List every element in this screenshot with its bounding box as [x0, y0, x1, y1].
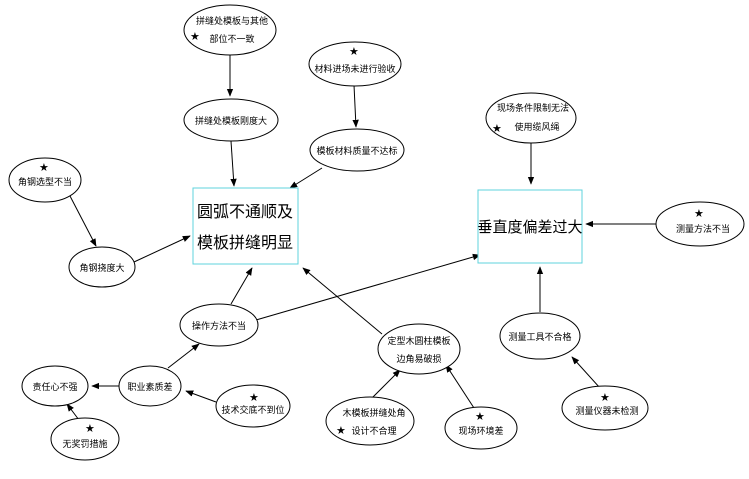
cause-node-n4: [309, 128, 405, 172]
cause-label-n4: 模板材料质量不达标: [316, 145, 397, 157]
star-icon: ★: [39, 161, 49, 174]
star-icon: ★: [492, 122, 502, 135]
star-icon: ★: [349, 45, 359, 58]
cause-node-n9: [21, 365, 89, 407]
cause-node-n2: [183, 98, 279, 142]
cause-label-n1-line2: 部位不一致: [209, 33, 254, 45]
cause-label-n15-line2: 使用缆风绳: [514, 121, 559, 133]
cause-node-n14: [444, 406, 518, 450]
cause-label-n10: 无奖罚措施: [62, 438, 107, 450]
cause-label-n14: 现场环境差: [458, 425, 503, 437]
cause-node-n10: [50, 417, 120, 461]
arrow-n6-left-box: [133, 235, 191, 263]
cause-label-n15-line1: 现场条件限制无法: [497, 102, 569, 114]
cause-label-n16: 测量方法不当: [676, 223, 730, 235]
arrow-n7-left-box: [230, 267, 253, 305]
cause-label-n11: 技术交底不到位: [221, 404, 284, 416]
arrow-n12-left-box: [302, 267, 383, 335]
cause-label-n9: 责任心不强: [32, 381, 77, 393]
arrow-n13-n12: [371, 369, 401, 399]
cause-label-n2: 拼缝处模板刚度大: [195, 115, 267, 127]
cause-label-n13-line1: 木模板拼缝处角: [342, 407, 405, 419]
arrow-n11-n8: [185, 390, 217, 403]
cause-node-n12: [377, 323, 461, 375]
cause-label-n12-line1: 定型木圆柱模板: [387, 335, 450, 347]
star-icon: ★: [249, 391, 259, 404]
cause-node-n8: [118, 365, 182, 407]
cause-node-n15: [485, 92, 577, 144]
star-icon: ★: [694, 207, 704, 220]
cause-label-n3: 材料进场未进行验收: [314, 63, 395, 75]
star-icon: ★: [336, 424, 346, 437]
cause-node-n16: [655, 201, 745, 247]
arrow-n3-n4: [352, 84, 359, 128]
problem-box-left-line2: 模板拼缝明显: [197, 233, 293, 252]
problem-box-left: [192, 187, 299, 265]
cause-label-n18: 测量仪器未检测: [575, 405, 638, 417]
cause-label-n6: 角钢挠度大: [79, 262, 124, 274]
cause-label-n7: 操作方法不当: [192, 320, 246, 332]
star-icon: ★: [600, 391, 610, 404]
arrow-n10-n9: [66, 403, 80, 421]
cause-label-n8: 职业素质差: [127, 381, 172, 393]
problem-box-right-line1: 垂直度偏差过大: [477, 218, 582, 236]
cause-label-n5: 角钢选型不当: [18, 176, 72, 188]
cause-label-n17: 测量工具不合格: [508, 331, 571, 343]
cause-label-n1-line1: 拼缝处模板与其他: [196, 15, 268, 27]
cause-label-n13-line2: 设计不合理: [351, 425, 396, 437]
arrow-n2-left-box: [230, 140, 237, 187]
star-icon: ★: [190, 30, 200, 43]
arrow-n14-n12: [445, 364, 475, 409]
cause-node-n3: [308, 41, 402, 87]
cause-node-n18: [561, 385, 649, 431]
cause-label-n12-line2: 边角易破损: [396, 353, 441, 365]
arrow-n5-n6: [69, 195, 97, 247]
cause-node-n5: [8, 157, 82, 203]
arrow-n7-right-box: [255, 253, 481, 321]
cause-node-n13: [325, 396, 415, 446]
problem-box-right: [477, 189, 583, 264]
problem-box-left-line1: 圆弧不通顺及: [197, 202, 293, 221]
cause-node-n11: [215, 384, 291, 428]
arrow-n8-n7: [167, 343, 200, 369]
cause-node-n1: [183, 4, 277, 56]
cause-node-n17: [499, 312, 581, 360]
star-icon: ★: [475, 410, 485, 423]
cause-node-n6: [68, 246, 136, 288]
star-icons: ★ ★ ★ ★ ★ ★ ★ ★ ★ ★: [39, 30, 704, 437]
arrow-n4-left-box: [289, 167, 323, 189]
star-icon: ★: [85, 422, 95, 435]
cause-node-n7: [179, 303, 259, 347]
arrow-n18-n17: [571, 356, 601, 389]
